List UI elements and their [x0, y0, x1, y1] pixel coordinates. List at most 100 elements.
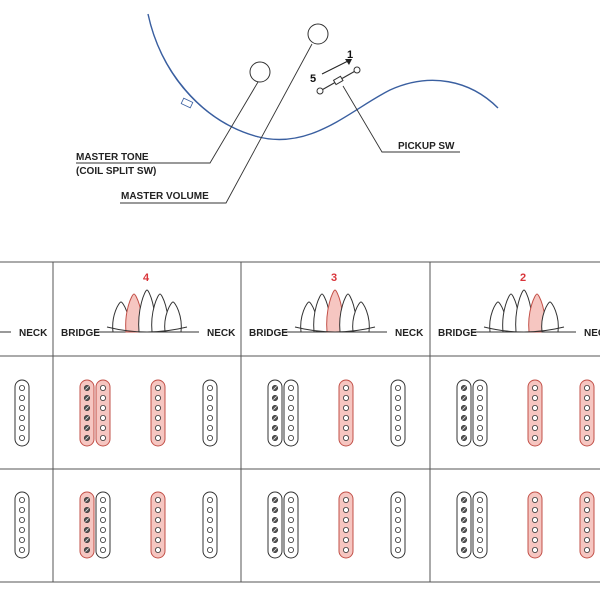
middle-single-coil: [338, 379, 354, 447]
pole-piece: [394, 496, 401, 503]
pole-piece: [394, 527, 401, 534]
pole-piece: [476, 527, 483, 534]
neck-single-coil: [202, 379, 218, 447]
bridge-humbucker-coil-b: [472, 379, 488, 447]
bridge-label: BRIDGE: [249, 328, 288, 339]
pole-piece: [287, 517, 294, 524]
pole-piece: [584, 517, 591, 524]
pole-piece: [342, 434, 349, 441]
pole-piece: [342, 404, 349, 411]
selector-base: [483, 326, 565, 333]
pole-piece: [532, 517, 539, 524]
bridge-label: BRIDGE: [438, 328, 477, 339]
guitar-control-illustration: 5 1 MASTER TONE (COIL SPLIT SW) MASTER V…: [76, 13, 499, 204]
pole-piece: [100, 506, 107, 513]
pole-piece: [154, 517, 161, 524]
pole-piece: [342, 384, 349, 391]
pole-piece: [100, 547, 107, 554]
pole-piece: [532, 527, 539, 534]
bridge-humbucker-coil-a: [79, 491, 95, 559]
neck-single-coil: [579, 379, 595, 447]
pole-piece: [532, 414, 539, 421]
pole-piece: [18, 496, 25, 503]
pole-piece: [342, 506, 349, 513]
pole-piece: [100, 404, 107, 411]
bridge-label: BRIDGE: [61, 328, 100, 339]
pole-piece: [206, 496, 213, 503]
master-tone-knob[interactable]: [249, 61, 271, 83]
selector-base: [294, 326, 376, 333]
pole-piece: [584, 537, 591, 544]
pole-piece: [342, 424, 349, 431]
pole-piece: [100, 527, 107, 534]
master-volume-label: MASTER VOLUME: [121, 191, 209, 202]
pole-piece: [18, 414, 25, 421]
pole-piece: [206, 434, 213, 441]
master-volume-knob[interactable]: [307, 23, 329, 45]
pole-piece: [154, 537, 161, 544]
pickup-sw-label: PICKUP SW: [398, 141, 455, 152]
pole-piece: [154, 496, 161, 503]
pole-piece: [584, 506, 591, 513]
pole-piece: [476, 537, 483, 544]
pole-piece: [287, 547, 294, 554]
neck-single-coil: [579, 491, 595, 559]
pole-piece: [206, 537, 213, 544]
pole-piece: [532, 404, 539, 411]
selector-base: [106, 326, 188, 333]
pole-piece: [18, 527, 25, 534]
pole-piece: [206, 547, 213, 554]
pole-piece: [476, 547, 483, 554]
neck-single-coil: [14, 491, 30, 559]
middle-single-coil: [527, 379, 543, 447]
pole-piece: [206, 404, 213, 411]
pole-piece: [287, 384, 294, 391]
pole-piece: [154, 547, 161, 554]
pole-piece: [532, 384, 539, 391]
pole-piece: [476, 394, 483, 401]
pole-piece: [532, 424, 539, 431]
position-number: 3: [331, 272, 337, 284]
pole-piece: [532, 434, 539, 441]
pole-piece: [532, 496, 539, 503]
pole-piece: [394, 434, 401, 441]
bridge-humbucker-coil-a: [79, 379, 95, 447]
switch-blade: [164, 301, 182, 333]
position-number: 4: [143, 272, 150, 284]
pole-piece: [394, 414, 401, 421]
neck-single-coil: [390, 491, 406, 559]
pole-piece: [394, 394, 401, 401]
pole-piece: [287, 404, 294, 411]
guitar-body-outline: [147, 13, 499, 141]
neck-label: NECK: [584, 328, 600, 339]
pole-piece: [18, 384, 25, 391]
pole-piece: [18, 394, 25, 401]
coil-split-label: (COIL SPLIT SW): [76, 166, 156, 177]
pickup-switch-icon[interactable]: [316, 66, 361, 95]
switch-blade: [541, 301, 559, 333]
pickguard-outline: [149, 21, 259, 138]
bridge-humbucker-coil-a: [267, 379, 283, 447]
pickup-sw-leader: [342, 85, 460, 153]
neck-label: NECK: [19, 328, 48, 339]
bridge-humbucker-coil-b: [95, 379, 111, 447]
position-number: 2: [520, 272, 526, 284]
pole-piece: [584, 527, 591, 534]
pole-piece: [206, 414, 213, 421]
pole-piece: [532, 394, 539, 401]
bridge-humbucker-coil-b: [95, 491, 111, 559]
pole-piece: [584, 394, 591, 401]
neck-label: NECK: [207, 328, 236, 339]
neck-single-coil: [202, 491, 218, 559]
bridge-humbucker-coil-b: [283, 379, 299, 447]
pole-piece: [206, 527, 213, 534]
pole-piece: [532, 547, 539, 554]
switch-pos-1-label: 1: [347, 49, 353, 61]
pole-piece: [100, 414, 107, 421]
bridge-humbucker-coil-a: [267, 491, 283, 559]
pole-piece: [394, 506, 401, 513]
pole-piece: [154, 424, 161, 431]
